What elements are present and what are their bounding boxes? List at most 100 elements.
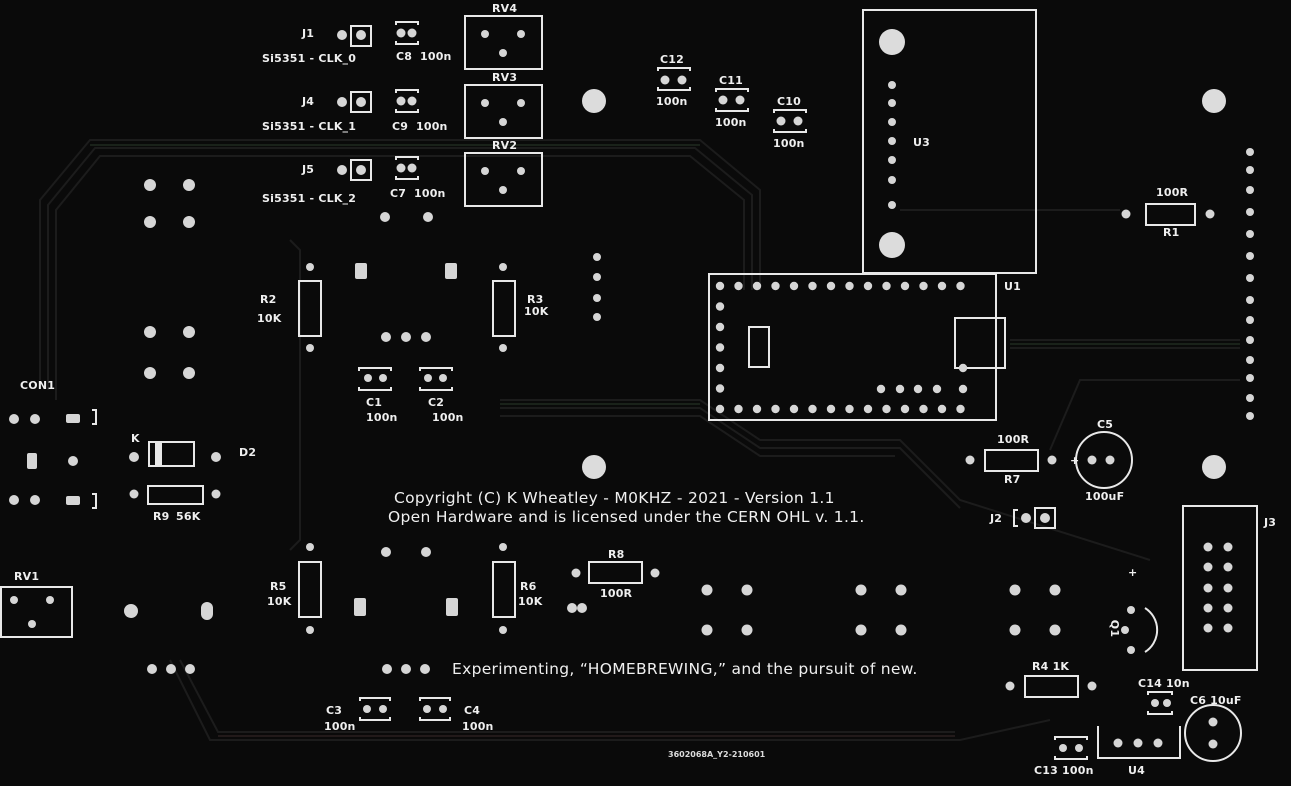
con1-ref: CON1 xyxy=(20,379,56,392)
u1-pin-pad xyxy=(913,384,923,394)
r8-ref: R8 xyxy=(608,548,625,561)
r4-label: R4 1K xyxy=(1032,660,1069,673)
j5-desc: Si5351 - CLK_2 xyxy=(262,192,357,205)
j1-ref: J1 xyxy=(302,27,315,40)
u1-pin-pad xyxy=(937,281,947,291)
d2-ref: D2 xyxy=(239,446,257,459)
c9-val: 100n xyxy=(416,120,448,133)
r2-ref: R2 xyxy=(260,293,277,306)
c13-ref: C13 xyxy=(1034,764,1058,777)
r5-ref: R5 xyxy=(270,580,287,593)
j5-ref: J5 xyxy=(302,163,315,176)
r2-val: 10K xyxy=(257,312,282,325)
r4-ref: R4 xyxy=(1032,660,1049,673)
u1-pin-pad xyxy=(789,404,799,414)
u1-pin-pad xyxy=(808,281,817,291)
c7-val: 100n xyxy=(414,187,446,200)
u1-pin-pad xyxy=(734,404,743,414)
c8-val: 100n xyxy=(420,50,452,63)
copyright-line-2: Open Hardware and is licensed under the … xyxy=(388,508,865,526)
u1-pin-pad xyxy=(826,281,836,291)
c4-val: 100n xyxy=(462,720,494,733)
c13-val: 100n xyxy=(1062,764,1094,777)
c5-val: 100uF xyxy=(1085,490,1125,503)
rv2-ref: RV2 xyxy=(492,139,518,152)
r3-val: 10K xyxy=(524,305,549,318)
c9-ref: C9 xyxy=(392,120,409,133)
c6-label: C6 10uF xyxy=(1190,694,1242,707)
u1-pin-pad xyxy=(715,343,725,352)
u3-ref: U3 xyxy=(913,136,930,149)
r6-val: 10K xyxy=(518,595,543,608)
r9-ref: R9 xyxy=(153,510,170,523)
c4-ref: C4 xyxy=(464,704,481,717)
u1-pin-pad xyxy=(919,281,928,291)
u1-pin-pad xyxy=(734,281,743,291)
c11-ref: C11 xyxy=(719,74,743,87)
c2-val: 100n xyxy=(432,411,464,424)
q1-ref: Q1 xyxy=(1108,619,1122,638)
u1-pin-pad xyxy=(789,281,799,291)
r6-ref: R6 xyxy=(520,580,537,593)
motto-text: Experimenting, “HOMEBREWING,” and the pu… xyxy=(452,660,918,678)
copyright-line-1: Copyright (C) K Wheatley - M0KHZ - 2021 … xyxy=(394,489,835,507)
r3-ref: R3 xyxy=(527,293,544,306)
r1-val: 100R xyxy=(1156,186,1189,199)
j4-ref: J4 xyxy=(302,95,315,108)
u1-ref: U1 xyxy=(1004,280,1021,293)
u1-pin-pad xyxy=(715,404,725,414)
c14-ref: C14 xyxy=(1138,677,1162,690)
u1-pin-pad xyxy=(771,281,780,291)
r4-val: 1K xyxy=(1052,660,1070,673)
u1-pin-pad xyxy=(771,404,780,414)
c2-ref: C2 xyxy=(428,396,445,409)
c8-ref: C8 xyxy=(396,50,413,63)
u1-pin-pad xyxy=(937,404,947,414)
j1-desc: Si5351 - CLK_0 xyxy=(262,52,357,65)
u1-pin-pad xyxy=(845,404,854,414)
u1-pin-pad xyxy=(715,363,725,373)
c14-label: C14 10n xyxy=(1138,677,1190,690)
u1-pin-pad xyxy=(882,281,891,291)
r5-val: 10K xyxy=(267,595,292,608)
j3-ref: J3 xyxy=(1264,516,1277,529)
c7-ref: C7 xyxy=(390,187,407,200)
u1-pin-pad xyxy=(900,281,910,291)
q1-polarity: + xyxy=(1128,566,1138,579)
d2-cathode-mark: K xyxy=(131,432,140,445)
u1-pin-pad xyxy=(863,281,873,291)
c14-val: 10n xyxy=(1166,677,1190,690)
c1-ref: C1 xyxy=(366,396,383,409)
c1-val: 100n xyxy=(366,411,398,424)
c5-polarity: + xyxy=(1070,454,1080,467)
u1-pin-pad xyxy=(895,384,905,394)
c5-ref: C5 xyxy=(1097,418,1114,431)
r8-val: 100R xyxy=(600,587,633,600)
c12-ref: C12 xyxy=(660,53,684,66)
c13-label: C13 100n xyxy=(1034,764,1094,777)
u4-ref: U4 xyxy=(1128,764,1145,777)
r7-val: 100R xyxy=(997,433,1030,446)
c3-val: 100n xyxy=(324,720,356,733)
u1-pin-pad xyxy=(752,404,762,414)
rv4-ref: RV4 xyxy=(492,2,518,15)
c12-val: 100n xyxy=(656,95,688,108)
u1-pin-pad xyxy=(808,404,817,414)
u1-pin-pad xyxy=(826,404,836,414)
c3-ref: C3 xyxy=(326,704,343,717)
u1-pin-pad xyxy=(919,404,928,414)
r7-ref: R7 xyxy=(1004,473,1021,486)
rv1-ref: RV1 xyxy=(14,570,40,583)
u1-pin-pad xyxy=(956,281,965,291)
u1-pin-pad xyxy=(863,404,873,414)
u1-pin-pad xyxy=(715,302,725,311)
u1-pin-pad xyxy=(958,384,968,394)
u1-pin-pad xyxy=(715,322,725,332)
u1-pin-pad xyxy=(900,404,910,414)
c10-ref: C10 xyxy=(777,95,801,108)
c6-val: 10uF xyxy=(1210,694,1242,707)
c11-val: 100n xyxy=(715,116,747,129)
